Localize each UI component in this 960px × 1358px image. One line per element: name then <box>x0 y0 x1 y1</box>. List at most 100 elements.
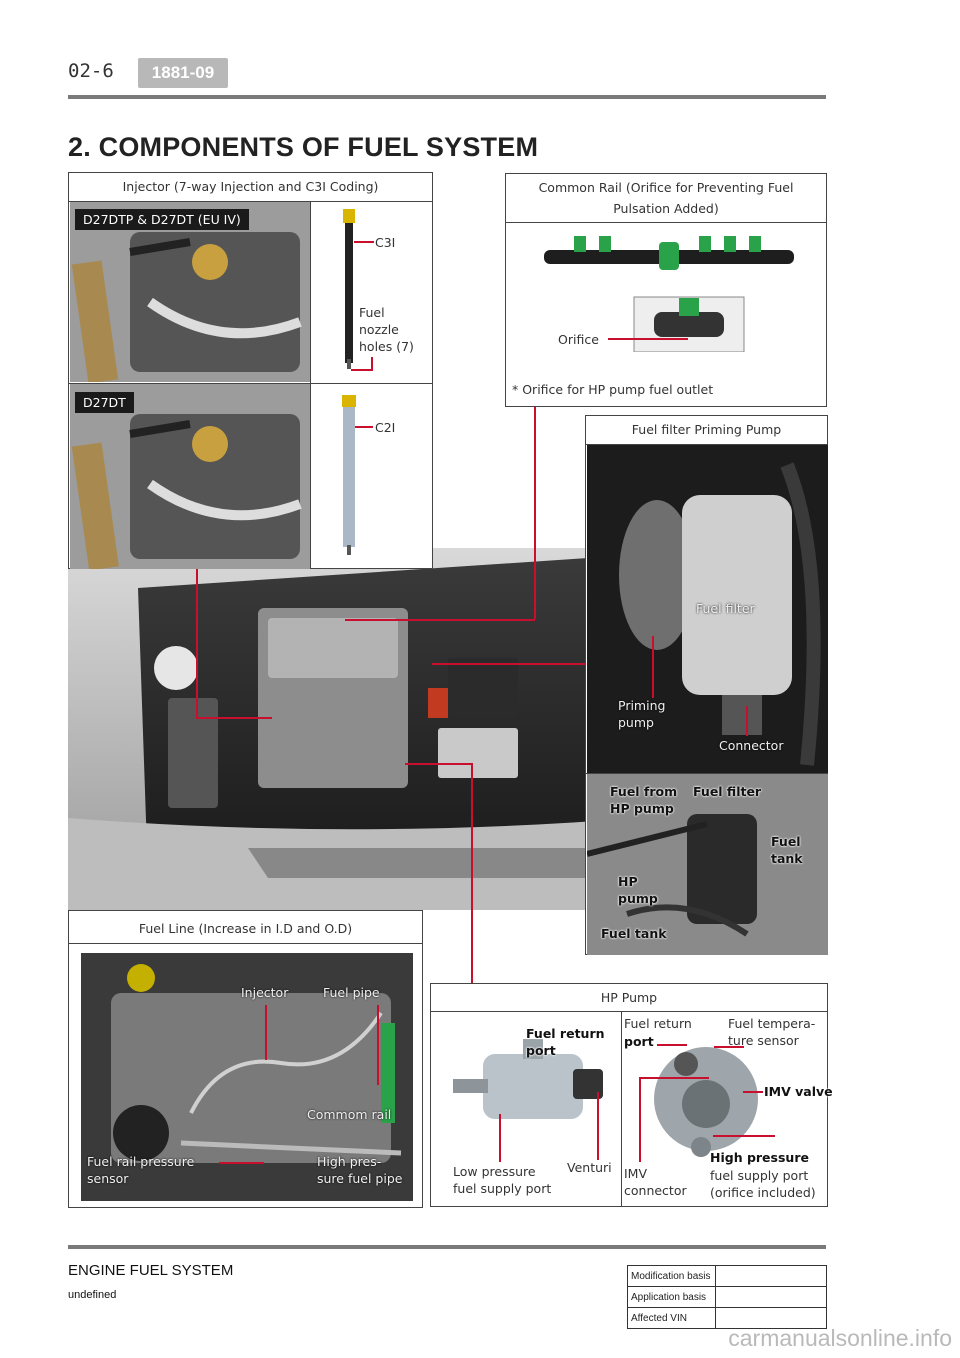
leader-line <box>371 357 373 371</box>
table-value <box>715 1265 827 1287</box>
watermark: carmanualsonline.info <box>728 1325 952 1351</box>
nozzle-label-2: nozzle <box>359 322 399 337</box>
leader-line <box>351 369 373 371</box>
imv-connector-label-1: IMV <box>624 1166 648 1181</box>
divider <box>506 222 826 223</box>
connector-label: Connector <box>719 738 784 753</box>
injector-label: Injector <box>241 985 289 1000</box>
temp-sensor-label-1: Fuel tempera- <box>728 1016 816 1031</box>
leader-line <box>714 1046 744 1048</box>
high-pressure-label-1: High pressure <box>710 1150 809 1165</box>
leader-line <box>355 426 373 428</box>
nozzle-label-3: holes (7) <box>359 339 414 354</box>
fuel-tank-right-2: tank <box>771 851 803 866</box>
table-value <box>715 1307 827 1329</box>
connector-line-rail <box>345 619 535 621</box>
hp-pump-label-2: pump <box>618 891 658 906</box>
priming-label-2: pump <box>618 715 654 730</box>
sensor-label-2: sensor <box>87 1171 129 1186</box>
page-number: 02-6 <box>68 60 114 82</box>
hp-pipe-label-2: sure fuel pipe <box>317 1171 403 1186</box>
sensor-label-1: Fuel rail pressure <box>87 1154 195 1169</box>
leader-line <box>608 338 688 340</box>
fuel-filter-panel-title: Fuel filter Priming Pump <box>631 422 782 437</box>
doc-code-badge: 1881-09 <box>138 58 228 88</box>
leader-line <box>657 1044 687 1046</box>
common-rail-title-1: Common Rail (Orifice for Preventing Fuel <box>538 180 794 195</box>
table-key: Application basis <box>627 1286 716 1308</box>
divider <box>69 201 432 202</box>
fuel-pipe-label: Fuel pipe <box>323 985 380 1000</box>
leader-line <box>219 1162 264 1164</box>
footer-rule <box>68 1245 826 1249</box>
fuel-tank-bottom-label: Fuel tank <box>601 926 667 941</box>
table-row: Modification basis <box>627 1265 827 1287</box>
leader-line <box>713 1135 775 1137</box>
low-pressure-label-1: Low pressure <box>453 1164 536 1179</box>
orifice-note: * Orifice for HP pump fuel outlet <box>512 382 714 397</box>
common-rail-title-2: Pulsation Added) <box>613 201 719 216</box>
connector-line-pump <box>471 763 473 983</box>
c2i-label: C2I <box>375 420 396 435</box>
injector-engine-photo-top <box>70 202 310 382</box>
connector-line-rail <box>534 407 536 619</box>
return-left-label-1: Fuel return <box>526 1026 605 1041</box>
injector-panel: Injector (7-way Injection and C3I Coding… <box>68 172 433 569</box>
hp-pump-label-1: HP <box>618 874 638 889</box>
return-right-label-1: Fuel return <box>624 1016 692 1031</box>
hp-pump-panel-title: HP Pump <box>600 990 658 1005</box>
fuel-from-label-1: Fuel from <box>610 784 678 799</box>
divider <box>69 383 432 384</box>
fuel-from-label-2: HP pump <box>610 801 674 816</box>
footer-subtitle: undefined <box>68 1289 117 1301</box>
injector-panel-title: Injector (7-way Injection and C3I Coding… <box>122 179 379 194</box>
fuel-tank-right-1: Fuel <box>771 834 801 849</box>
divider <box>310 201 311 568</box>
leader-line <box>265 1005 267 1060</box>
table-key: Affected VIN <box>627 1307 716 1329</box>
hp-pump-panel: HP Pump Fuel return port Low pressure fu… <box>430 983 833 1207</box>
fuel-line-panel-title: Fuel Line (Increase in I.D and O.D) <box>138 921 353 936</box>
hp-pump-lines-photo <box>587 774 828 955</box>
c3i-injector-image <box>343 209 355 369</box>
modification-table: Modification basis Application basis Aff… <box>627 1265 827 1329</box>
divider <box>431 1011 827 1012</box>
leader-line <box>377 1005 379 1085</box>
table-row: Application basis <box>627 1286 827 1308</box>
leader-line <box>639 1077 641 1162</box>
hp-pipe-label-1: High pres- <box>317 1154 382 1169</box>
common-rail-label: Commom rail <box>307 1107 392 1122</box>
fuel-line-photo <box>81 953 413 1201</box>
connector-line-filter <box>432 663 575 665</box>
c3i-label: C3I <box>375 235 396 250</box>
engine-tag-top: D27DTP & D27DT (EU IV) <box>75 209 249 230</box>
leader-line <box>354 241 374 243</box>
venturi-label: Venturi <box>567 1160 612 1175</box>
footer-title: ENGINE FUEL SYSTEM <box>68 1262 234 1279</box>
orifice-label: Orifice <box>558 332 599 347</box>
fuel-filter-label: Fuel filter <box>696 601 755 616</box>
divider <box>586 444 827 445</box>
fuel-line-panel: Fuel Line (Increase in I.D and O.D) Inje… <box>68 910 423 1208</box>
hp-pump-left-image <box>453 1039 603 1119</box>
connector-line-injector <box>196 717 272 719</box>
table-value <box>715 1286 827 1308</box>
table-row: Affected VIN <box>627 1307 827 1329</box>
nozzle-label-1: Fuel <box>359 305 385 320</box>
leader-line <box>639 1077 709 1079</box>
return-right-label-2: port <box>624 1034 654 1049</box>
engine-tag-bottom: D27DT <box>75 392 134 413</box>
fuel-filter-panel: Fuel filter Priming Pump Fuel filter Pri… <box>585 415 828 955</box>
injector-engine-photo-bottom <box>70 384 310 569</box>
priming-label-1: Priming <box>618 698 666 713</box>
header-rule <box>68 95 826 99</box>
divider <box>621 1011 622 1206</box>
c2i-injector-image <box>342 395 356 555</box>
leader-line <box>746 706 748 736</box>
high-pressure-label-3: (orifice included) <box>710 1185 816 1200</box>
leader-line <box>652 636 654 698</box>
return-left-label-2: port <box>526 1043 556 1058</box>
leader-line <box>743 1091 763 1093</box>
connector-line-filter <box>575 663 585 665</box>
common-rail-image <box>544 236 794 352</box>
